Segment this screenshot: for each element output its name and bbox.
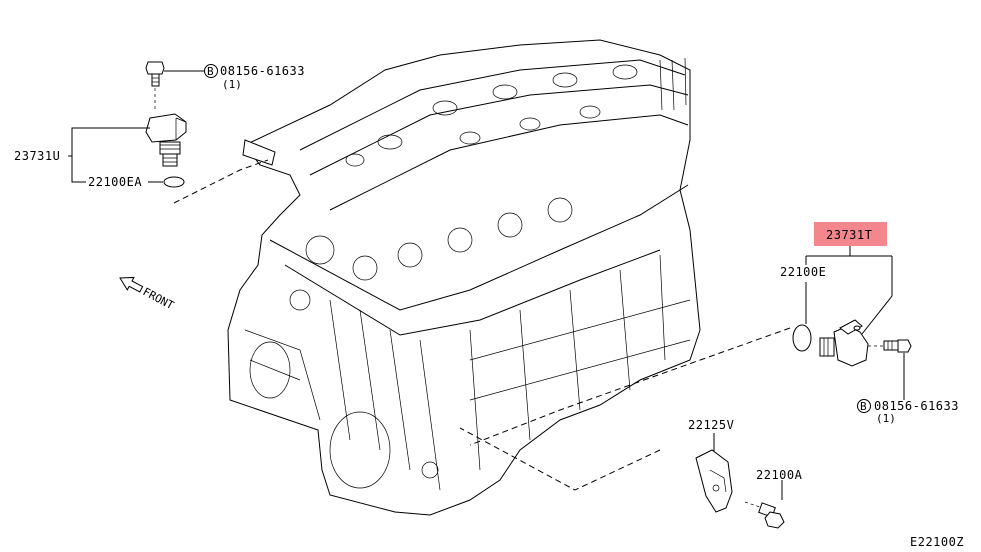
right-bolt-drawing [868,339,912,353]
top-bolt-drawing [145,61,165,112]
bracket-drawing [695,449,733,513]
top-bolt-marker: B [207,65,214,78]
top-sensor-assembly [68,61,269,204]
top-bolt-callout: B 08156-61633 (1) [204,64,305,91]
right-oring-part-number: 22100E [780,265,826,279]
right-bolt-part-number: 08156-61633 [874,399,959,413]
right-sensor-drawing [819,319,869,367]
right-bolt-marker: B [860,400,867,413]
top-sensor-part-number: 23731U [14,149,60,163]
right-sensor-assembly [469,222,912,446]
top-sensor-drawing [145,113,187,167]
diagram-code: E22100Z [910,535,964,549]
right-bolt-quantity: (1) [876,412,896,425]
top-bolt-quantity: (1) [222,78,242,91]
right-bolt-callout: B 08156-61633 (1) [857,399,959,425]
highlight-box [814,222,887,246]
top-oring-part-number: 22100EA [88,175,142,189]
bracket-assembly [459,427,785,529]
front-arrow [119,276,144,293]
right-oring-drawing [792,324,812,352]
top-oring-drawing [163,176,185,188]
bracket-bolt-part-number: 22100A [756,468,803,482]
right-sensor-part-number: 23731T [826,228,872,242]
top-bolt-part-number: 08156-61633 [220,64,305,78]
bracket-part-number: 22125V [688,418,734,432]
front-label: FRONT [141,285,177,312]
bracket-bolt-drawing [744,501,785,529]
engine-block-illustration [227,39,701,516]
